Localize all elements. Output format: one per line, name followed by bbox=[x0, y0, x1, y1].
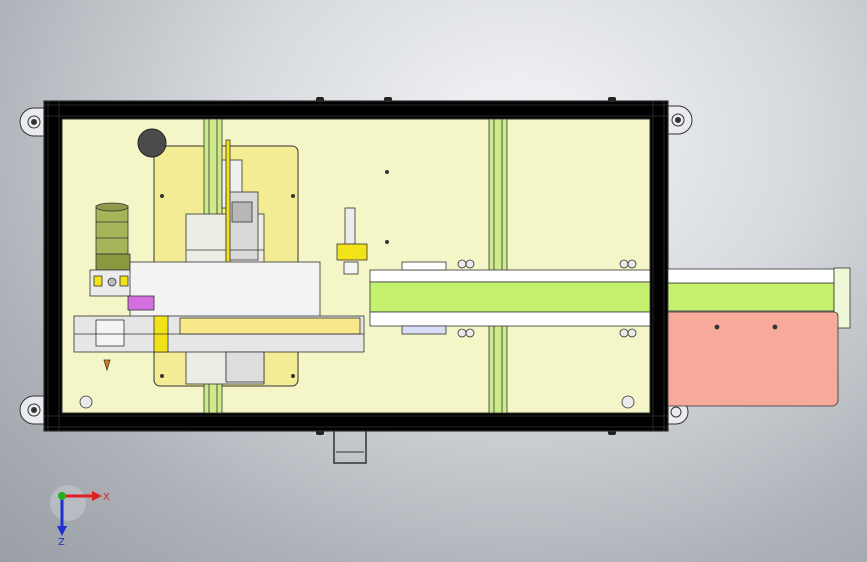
belt-screws bbox=[79, 259, 637, 409]
triad-x-label: X bbox=[103, 492, 110, 503]
coordinate-triad[interactable]: X Z bbox=[50, 485, 110, 548]
frame-rails bbox=[44, 101, 668, 431]
conveyor-belt[interactable] bbox=[369, 261, 851, 335]
corner-feet bbox=[19, 105, 693, 425]
output-tray[interactable] bbox=[667, 311, 839, 407]
motor-assembly[interactable] bbox=[89, 202, 135, 297]
cable-port bbox=[137, 128, 167, 158]
triad-z-label: Z bbox=[58, 537, 65, 548]
sensor-post[interactable] bbox=[336, 207, 368, 275]
transfer-deck[interactable] bbox=[73, 261, 365, 383]
panel-dots bbox=[385, 170, 389, 244]
